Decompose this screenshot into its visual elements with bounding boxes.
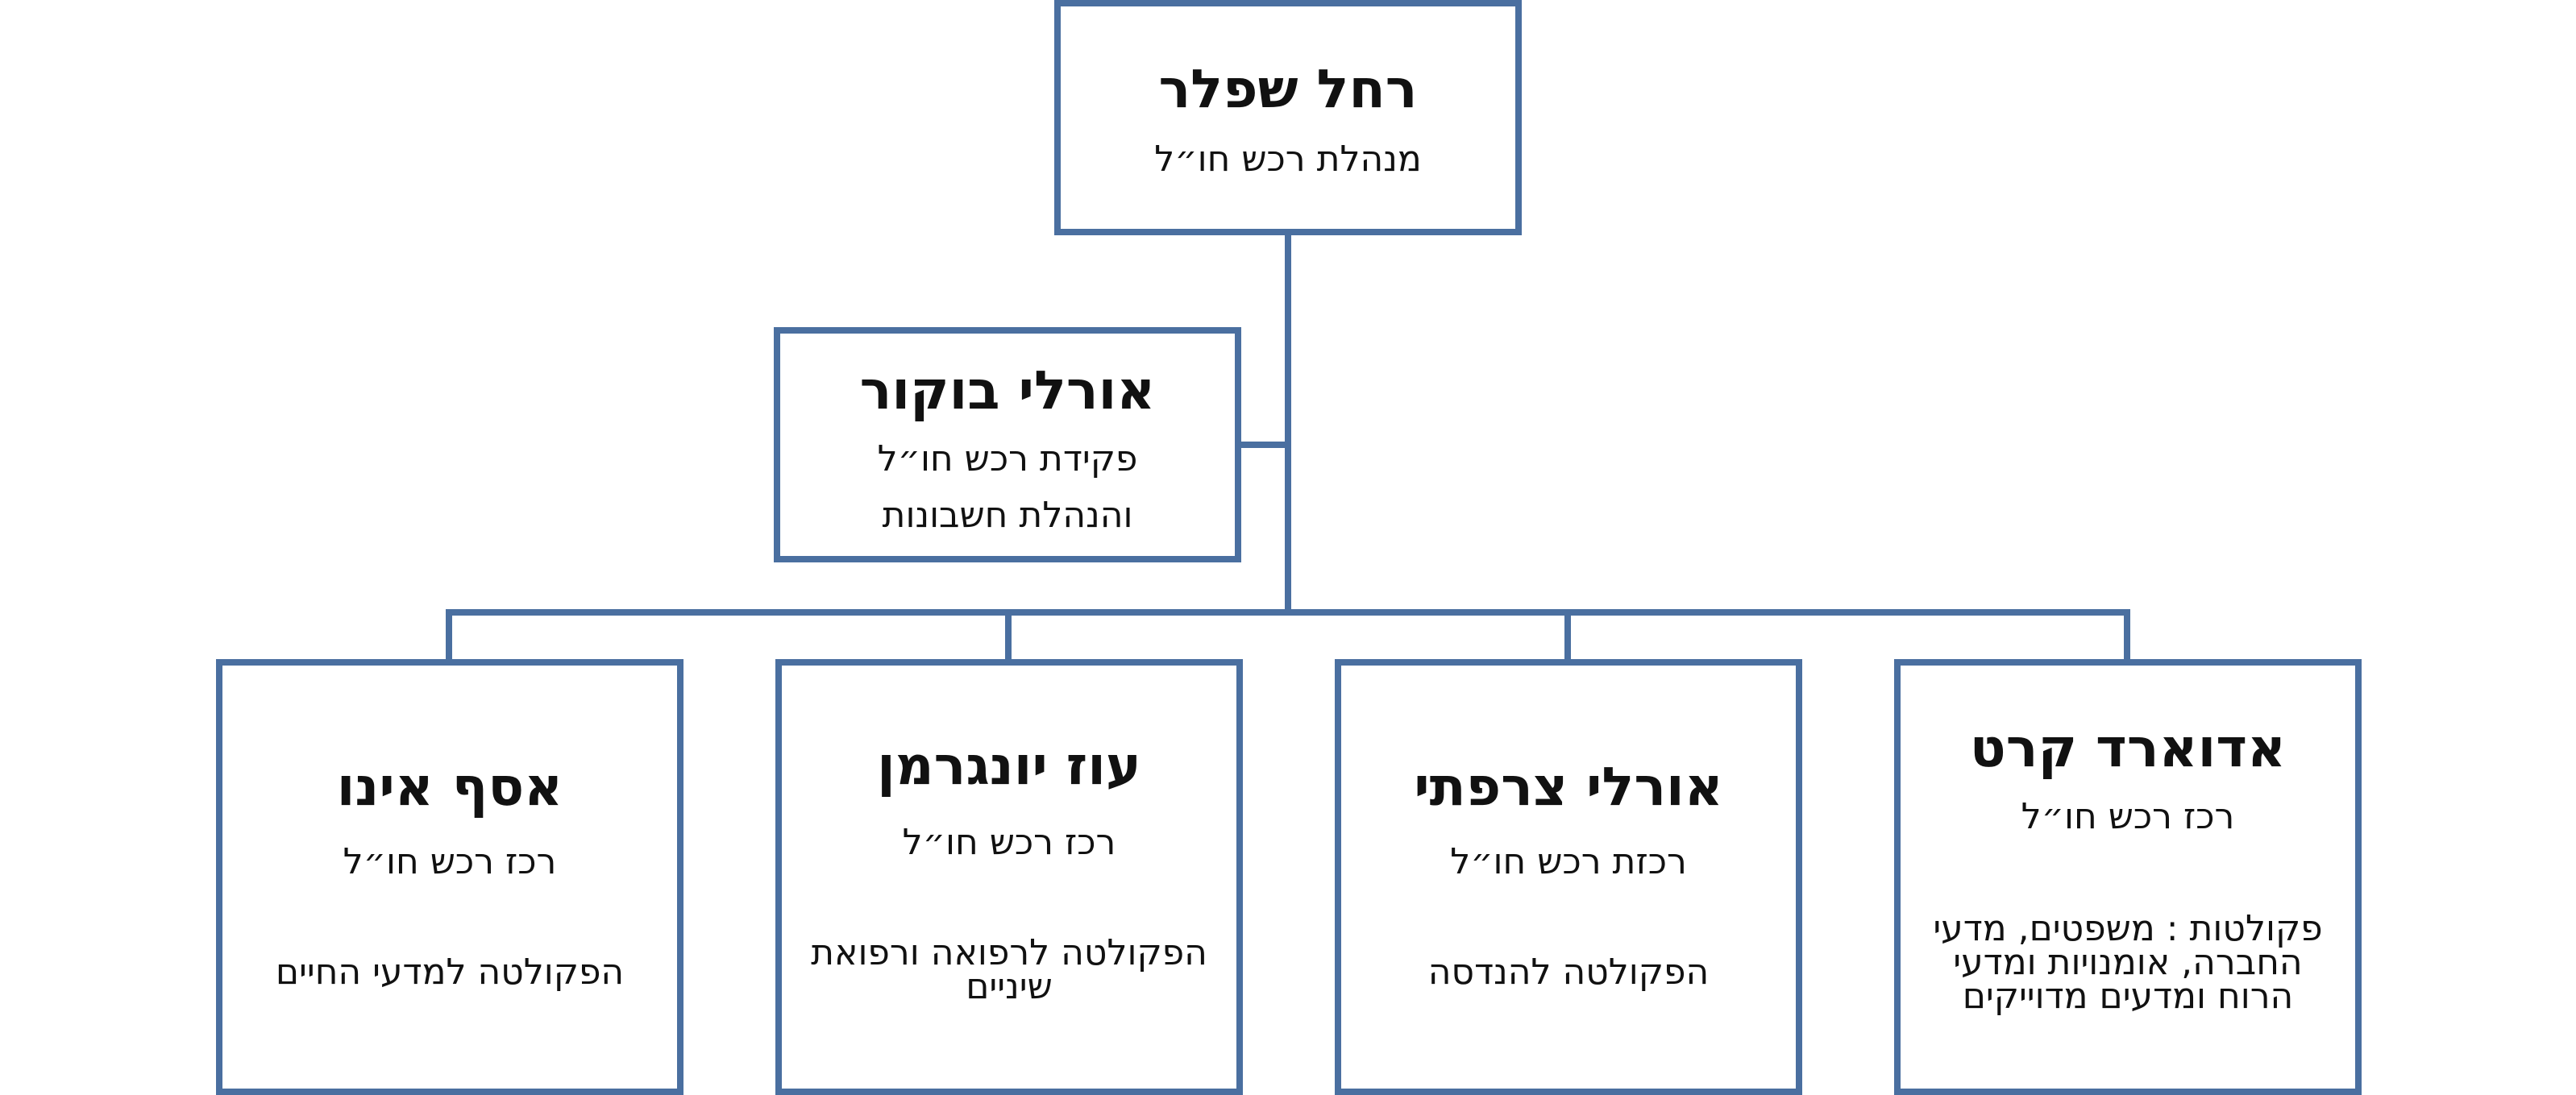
node-name: אורלי בוקור — [859, 359, 1156, 421]
node-coordinator-4: אסף אינו רכז רכש חו״ל הפקולטה למדעי החיי… — [216, 659, 683, 1095]
node-name: רחל שפלר — [1158, 58, 1418, 120]
node-dept-line1: פקולטות : משפטים, מדעי — [1933, 908, 2323, 949]
node-dept: הפקולטה להנדסה — [1427, 952, 1710, 993]
node-role: רכז רכש חו״ל — [902, 822, 1116, 863]
node-role-line2: והנהלת חשבונות — [882, 495, 1133, 536]
node-name: אסף אינו — [336, 756, 563, 818]
node-coordinator-2: אורלי צרפתי רכזת רכש חו״ל הפקולטה להנדסה — [1335, 659, 1802, 1095]
node-role: רכזת רכש חו״ל — [1450, 841, 1687, 882]
node-dept: הפקולטה למדעי החיים — [275, 952, 625, 993]
node-role: רכז רכש חו״ל — [2021, 796, 2235, 837]
node-role: רכז רכש חו״ל — [343, 841, 557, 882]
node-role: מנהלת רכש חו״ל — [1154, 139, 1422, 180]
node-dept-line3: הרוח ומדעים מדוייקים — [1962, 976, 2294, 1017]
node-assistant: אורלי בוקור פקידת רכש חו״ל והנהלת חשבונו… — [774, 327, 1241, 562]
node-name: אורלי צרפתי — [1414, 756, 1723, 818]
node-role-line1: פקידת רכש חו״ל — [877, 438, 1138, 479]
node-name: אדוארד קרט — [1969, 717, 2287, 779]
node-coordinator-3: עוז יונגרמן רכז רכש חו״ל הפקולטה לרפואה … — [775, 659, 1243, 1095]
node-top-manager: רחל שפלר מנהלת רכש חו״ל — [1054, 0, 1522, 235]
node-dept-line2: שיניים — [966, 966, 1053, 1007]
node-name: עוז יונגרמן — [877, 735, 1141, 797]
node-dept-line2: החברה, אומנויות ומדעי — [1953, 942, 2303, 983]
node-dept-line1: הפקולטה לרפואה ורפואת — [811, 932, 1207, 973]
node-coordinator-1: אדוארד קרט רכז רכש חו״ל פקולטות : משפטים… — [1894, 659, 2362, 1095]
